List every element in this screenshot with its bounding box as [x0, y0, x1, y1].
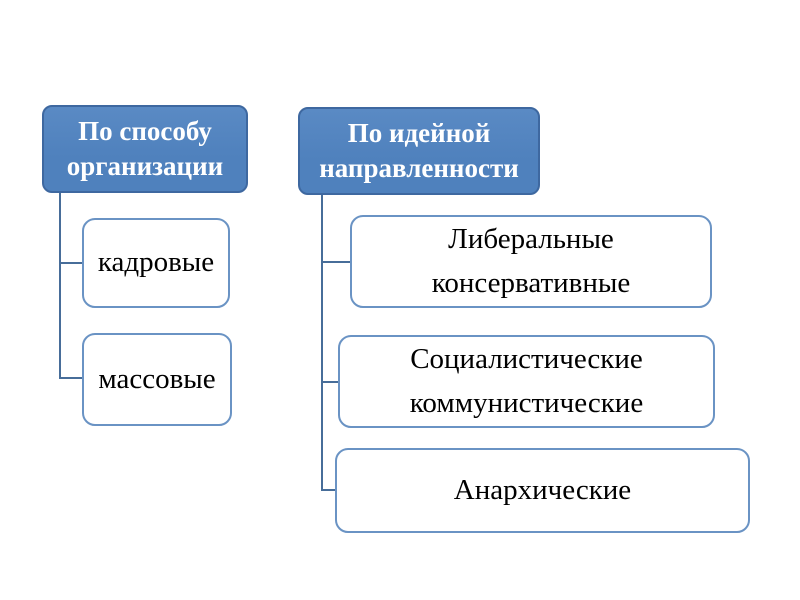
tree2-child3-label: Анархические	[453, 473, 632, 506]
tree2-header: По идейной направленности	[298, 107, 540, 195]
tree2-child1-line2: консервативные	[431, 266, 631, 299]
tree2-child2-line1: Социалистические	[410, 343, 643, 375]
tree2-child1-line1: Либеральные	[448, 223, 614, 255]
tree2-header-line1: По идейной	[347, 117, 491, 148]
tree1-header-line2: организации	[66, 151, 224, 181]
tree2-child-liberal: Либеральные консервативные	[350, 215, 712, 308]
tree1-child-massovye: массовые	[82, 333, 232, 426]
tree2-child-anarchist: Анархические	[335, 448, 750, 533]
tree1-header: По способу организации	[42, 105, 248, 193]
tree2-child2-line2: коммунистические	[409, 386, 644, 419]
tree2-header-line2: направленности	[319, 153, 519, 183]
tree2-child-socialist: Социалистические коммунистические	[338, 335, 715, 428]
tree1-trunk-elbow	[59, 193, 82, 379]
tree2-trunk-elbow	[321, 195, 335, 491]
tree1-child2-label: массовые	[98, 362, 216, 395]
tree1-header-line1: По способу	[78, 115, 212, 146]
tree1-child1-label: кадровые	[97, 246, 215, 279]
tree1-child-kadrovye: кадровые	[82, 218, 230, 308]
